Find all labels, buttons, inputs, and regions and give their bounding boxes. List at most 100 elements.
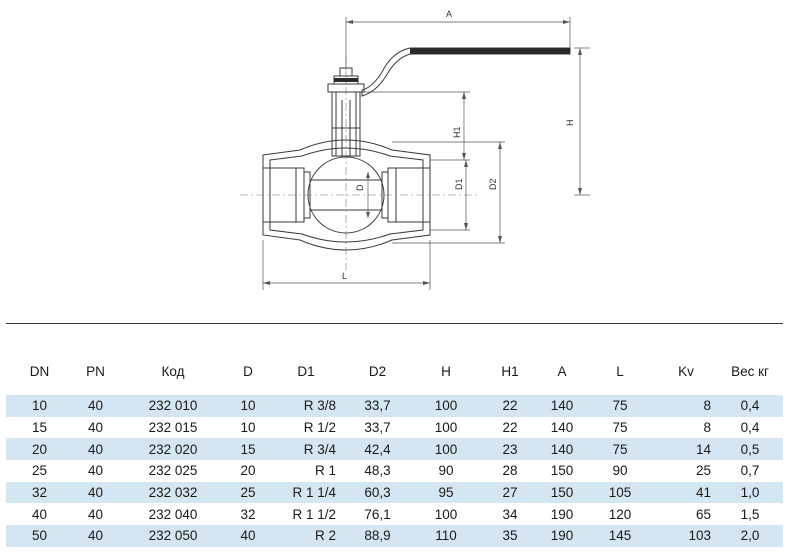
header-spacer (6, 383, 783, 395)
cell-weight: 0,4 (717, 395, 783, 417)
cell-d1: R 1 1/4 (268, 481, 344, 504)
cell-d2: 88,9 (344, 525, 411, 547)
cell-dn: 40 (6, 503, 73, 526)
section-divider (6, 323, 783, 324)
cell-dn: 32 (6, 481, 73, 504)
cell-pn: 40 (73, 395, 118, 417)
dim-label-l: L (342, 271, 347, 281)
cell-kod: 232 015 (118, 416, 228, 439)
cell-dn: 15 (6, 416, 73, 439)
cell-d1: R 3/8 (268, 395, 344, 417)
cell-d: 32 (228, 503, 268, 526)
cell-dn: 20 (6, 438, 73, 461)
col-header-h1: H1 (501, 363, 519, 379)
cell-dn: 50 (6, 525, 73, 547)
col-header-dn: DN (29, 363, 50, 379)
valve-body-outline (262, 139, 431, 251)
cell-h: 90 (411, 460, 481, 482)
cell-pn: 40 (73, 416, 118, 439)
cell-d: 15 (228, 438, 268, 461)
cell-l: 75 (585, 438, 655, 461)
cell-h1: 22 (481, 395, 539, 417)
cell-kv: 103 (655, 525, 717, 547)
cell-d2: 33,7 (344, 416, 411, 439)
col-header-d: D (243, 363, 253, 379)
cell-a: 140 (539, 416, 585, 439)
cell-d1: R 1 1/2 (268, 503, 344, 526)
valve-drawing-svg: A H H1 D D1 D2 L (240, 9, 590, 290)
cell-kod: 232 020 (118, 438, 228, 461)
cell-h1: 35 (481, 525, 539, 547)
col-header-h: H (441, 363, 451, 379)
cell-d: 10 (228, 416, 268, 439)
col-header-weight: Вес кг (731, 363, 769, 379)
cell-h: 100 (411, 395, 481, 417)
dim-label-h: H (565, 120, 575, 127)
cell-a: 190 (539, 525, 585, 547)
cell-weight: 0,7 (717, 460, 783, 482)
dim-label-d1: D1 (454, 178, 464, 190)
cell-l: 120 (585, 503, 655, 526)
cell-d2: 33,7 (344, 395, 411, 417)
cell-kv: 14 (655, 438, 717, 461)
cell-a: 150 (539, 481, 585, 504)
cell-d: 40 (228, 525, 268, 547)
dim-label-h1: H1 (452, 126, 462, 138)
valve-technical-drawing: A H H1 D D1 D2 L (240, 9, 590, 290)
cell-weight: 1,0 (717, 481, 783, 504)
cell-a: 140 (539, 438, 585, 461)
cell-l: 105 (585, 481, 655, 504)
cell-d2: 76,1 (344, 503, 411, 526)
cell-h1: 28 (481, 460, 539, 482)
cell-h1: 34 (481, 503, 539, 526)
cell-pn: 40 (73, 525, 118, 547)
cell-kv: 25 (655, 460, 717, 482)
col-header-kod: Код (161, 363, 185, 379)
cell-kod: 232 050 (118, 525, 228, 547)
valve-body-inner (269, 147, 424, 243)
cell-weight: 1,5 (717, 503, 783, 526)
cell-pn: 40 (73, 460, 118, 482)
cell-kv: 41 (655, 481, 717, 504)
col-header-l: L (616, 363, 624, 379)
cell-kod: 232 025 (118, 460, 228, 482)
cell-dn: 10 (6, 395, 73, 417)
col-header-d1: D1 (297, 363, 315, 379)
cell-l: 90 (585, 460, 655, 482)
cell-h1: 27 (481, 481, 539, 504)
col-header-a: A (557, 363, 567, 379)
cell-kv: 8 (655, 416, 717, 439)
cell-kod: 232 040 (118, 503, 228, 526)
dim-label-d2: D2 (488, 178, 498, 190)
cell-h1: 23 (481, 438, 539, 461)
dim-label-a: A (446, 9, 452, 19)
table-header-row: DN PN Код D D1 D2 H H1 A L Kv Вес кг (6, 359, 783, 383)
cell-weight: 2,0 (717, 525, 783, 547)
cell-d: 10 (228, 395, 268, 417)
cell-kv: 8 (655, 395, 717, 417)
cell-d1: R 1/2 (268, 416, 344, 439)
cell-d: 25 (228, 481, 268, 504)
cell-l: 75 (585, 416, 655, 439)
cell-h: 110 (411, 525, 481, 547)
cell-h: 95 (411, 481, 481, 504)
dim-label-d: D (355, 184, 365, 191)
cell-h: 100 (411, 503, 481, 526)
col-header-pn: PN (86, 363, 105, 379)
cell-d2: 42,4 (344, 438, 411, 461)
cell-d: 20 (228, 460, 268, 482)
cell-kod: 232 010 (118, 395, 228, 417)
cell-weight: 0,4 (717, 416, 783, 439)
valve-handle-lever (361, 47, 571, 97)
cell-pn: 40 (73, 438, 118, 461)
cell-a: 190 (539, 503, 585, 526)
col-header-d2: D2 (368, 363, 387, 379)
